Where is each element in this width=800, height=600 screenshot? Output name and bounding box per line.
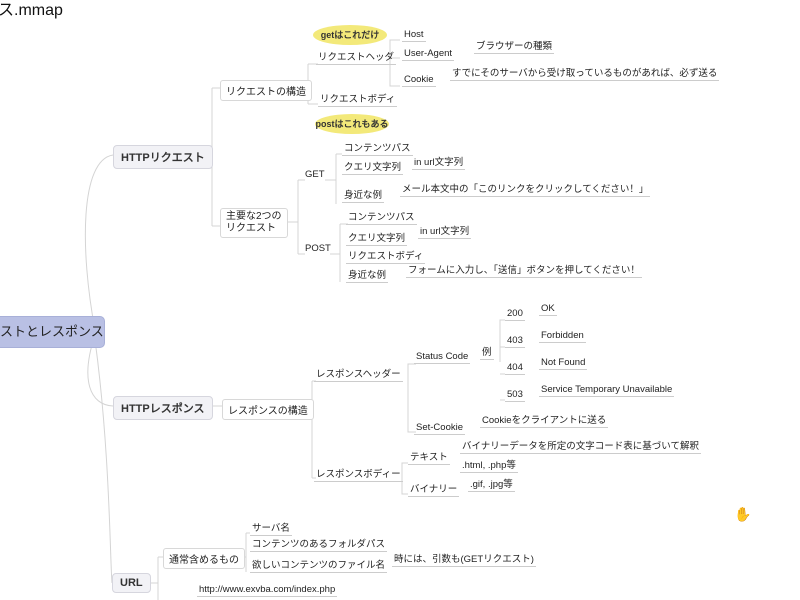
node-http-response[interactable]: HTTPレスポンス <box>113 396 213 420</box>
node-post-query[interactable]: クエリ文字列 <box>346 233 408 246</box>
node-binary-ext[interactable]: .gif, .jpg等 <box>468 479 515 492</box>
node-usual[interactable]: 通常含めるもの <box>163 548 245 569</box>
node-get-example-note[interactable]: メール本文中の「このリンクをクリックしてください！」 <box>400 184 651 197</box>
node-response-body[interactable]: レスポンスボディー <box>314 469 403 482</box>
label-line2: リクエスト <box>226 223 276 234</box>
root-label: リクエストとレスポンス <box>0 324 104 339</box>
node-code-403[interactable]: 403 <box>505 335 525 348</box>
node-url-example[interactable]: http://www.exvba.com/index.php <box>197 584 338 597</box>
node-get-query[interactable]: クエリ文字列 <box>342 162 404 175</box>
node-code-404[interactable]: 404 <box>505 362 525 375</box>
node-file[interactable]: 欲しいコンテンツのファイル名 <box>250 560 388 573</box>
node-get-example[interactable]: 身近な例 <box>342 190 385 203</box>
node-response-header[interactable]: レスポンスヘッダー <box>314 369 403 382</box>
node-code-404-text[interactable]: Not Found <box>539 357 588 370</box>
node-example[interactable]: 例 <box>480 347 494 360</box>
node-response-structure[interactable]: レスポンスの構造 <box>222 399 314 420</box>
root-node[interactable]: リクエストとレスポンス <box>0 316 105 348</box>
node-post-query-note[interactable]: in url文字列 <box>418 226 472 239</box>
callout-get[interactable]: getはこれだけ <box>313 25 387 45</box>
node-text-ext[interactable]: .html, .php等 <box>460 460 518 473</box>
node-http-request[interactable]: HTTPリクエスト <box>113 145 213 169</box>
callout-post[interactable]: postはこれもある <box>315 114 389 134</box>
node-text-note[interactable]: バイナリーデータを所定の文字コード表に基づいて解釈 <box>460 441 702 454</box>
node-code-200[interactable]: 200 <box>505 308 525 321</box>
node-post-example[interactable]: 身近な例 <box>346 270 389 283</box>
node-cookie[interactable]: Cookie <box>402 74 436 87</box>
node-status-code[interactable]: Status Code <box>414 351 471 364</box>
node-url[interactable]: URL <box>112 573 151 593</box>
node-get-content-path[interactable]: コンテンツパス <box>342 143 413 156</box>
node-code-503-text[interactable]: Service Temporary Unavailable <box>539 384 675 397</box>
hand-cursor-icon: ✋ <box>734 506 752 522</box>
node-code-403-text[interactable]: Forbidden <box>539 330 586 343</box>
node-post-content-path[interactable]: コンテンツパス <box>346 212 417 225</box>
node-text[interactable]: テキスト <box>408 452 450 465</box>
node-set-cookie[interactable]: Set-Cookie <box>414 422 465 435</box>
node-request-header[interactable]: リクエストヘッダ <box>316 52 397 65</box>
node-post-example-note[interactable]: フォームに入力し、「送信」ボタンを押してください！ <box>406 265 642 278</box>
node-binary[interactable]: バイナリー <box>408 484 460 497</box>
label-line1: 主要な2つの <box>226 211 282 222</box>
node-server[interactable]: サーバ名 <box>250 523 292 536</box>
node-code-200-text[interactable]: OK <box>539 303 557 316</box>
node-get[interactable]: GET <box>305 169 325 180</box>
node-request-body[interactable]: リクエストボディ <box>318 94 398 107</box>
node-host[interactable]: Host <box>402 29 426 42</box>
node-main-two-requests[interactable]: 主要な2つのリクエスト <box>220 208 288 238</box>
document-title: ス.mmap <box>0 2 63 19</box>
node-cookie-note[interactable]: すでにそのサーバから受け取っているものがあれば、必ず送る <box>450 68 720 81</box>
node-code-503[interactable]: 503 <box>505 389 525 402</box>
node-post[interactable]: POST <box>305 243 331 254</box>
node-get-query-note[interactable]: in url文字列 <box>412 157 466 170</box>
node-user-agent-note[interactable]: ブラウザーの種類 <box>474 41 555 54</box>
node-request-structure[interactable]: リクエストの構造 <box>220 80 312 101</box>
node-user-agent[interactable]: User-Agent <box>402 48 455 61</box>
node-set-cookie-note[interactable]: Cookieをクライアントに送る <box>480 415 609 428</box>
node-file-note[interactable]: 時には、引数も(GETリクエスト) <box>392 554 536 567</box>
node-folder[interactable]: コンテンツのあるフォルダパス <box>250 539 388 552</box>
node-post-body[interactable]: リクエストボディ <box>346 251 426 264</box>
